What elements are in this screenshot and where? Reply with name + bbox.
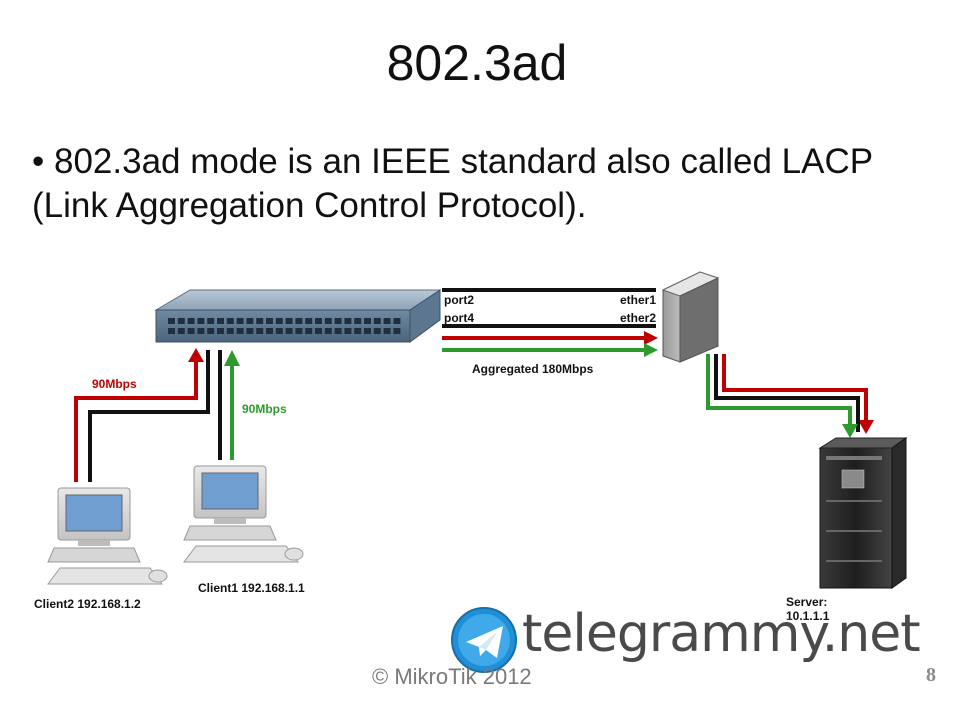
switch-port <box>324 328 332 334</box>
switch-port <box>383 328 391 334</box>
switch-port <box>256 328 264 334</box>
router <box>661 271 720 363</box>
switch-port <box>305 328 313 334</box>
switch-port <box>275 328 283 334</box>
client2-label: Client2 192.168.1.2 <box>34 597 141 611</box>
switch-port <box>226 328 234 334</box>
switch-port <box>177 328 185 334</box>
switch-port <box>168 328 175 334</box>
client2-speed-label: 90Mbps <box>92 377 137 391</box>
switch-port <box>334 318 342 324</box>
switch-port <box>236 328 244 334</box>
switch-port <box>295 318 303 324</box>
client1-speed-label: 90Mbps <box>242 402 287 416</box>
switch-port <box>344 328 352 334</box>
switch-port <box>226 318 234 324</box>
switch-port <box>246 318 254 324</box>
switch-port <box>236 318 244 324</box>
server-link <box>706 354 874 438</box>
server-label-line2: 10.1.1.1 <box>786 609 830 623</box>
switch-port <box>207 328 215 334</box>
switch-port <box>393 318 401 324</box>
switch-port <box>168 318 175 324</box>
switch-port <box>364 318 371 324</box>
switch-port <box>207 318 215 324</box>
switch-port <box>334 328 342 334</box>
switch-port <box>373 328 381 334</box>
client1-computer <box>183 465 304 563</box>
uplink-cables <box>442 288 658 357</box>
switch-port <box>344 318 352 324</box>
port2-label: port2 <box>444 293 474 307</box>
switch-port <box>187 318 195 324</box>
switch-port <box>177 318 185 324</box>
switch-port <box>383 318 391 324</box>
switch-port <box>275 318 283 324</box>
switch-port <box>354 328 362 334</box>
switch-ports <box>168 318 401 334</box>
switch-port <box>315 318 322 324</box>
client1-label: Client1 192.168.1.1 <box>198 581 305 595</box>
port4-label: port4 <box>444 311 474 325</box>
switch-port <box>266 328 273 334</box>
switch-port <box>266 318 273 324</box>
switch-port <box>324 318 332 324</box>
switch-port <box>295 328 303 334</box>
switch-port <box>217 318 224 324</box>
telegram-logo-icon <box>451 607 517 673</box>
slide-bullet-text: • 802.3ad mode is an IEEE standard also … <box>32 142 873 225</box>
switch-port <box>364 328 371 334</box>
switch-port <box>217 328 224 334</box>
switch-port <box>246 328 254 334</box>
switch-port <box>393 328 401 334</box>
client2-link <box>74 348 210 482</box>
page-number: 8 <box>926 664 936 686</box>
switch-port <box>285 318 293 324</box>
switch-port <box>285 328 293 334</box>
switch <box>154 289 442 343</box>
switch-port <box>373 318 381 324</box>
client1-link <box>218 350 240 460</box>
server <box>818 437 908 589</box>
switch-port <box>256 318 264 324</box>
footer-copyright: © MikroTik 2012 <box>372 664 532 689</box>
slide-title: 802.3ad <box>386 35 568 91</box>
watermark-text: telegrammy.net <box>522 604 921 664</box>
ether1-label: ether1 <box>620 293 656 307</box>
switch-port <box>187 328 195 334</box>
switch-port <box>305 318 313 324</box>
switch-port <box>354 318 362 324</box>
aggregated-label: Aggregated 180Mbps <box>472 362 594 376</box>
server-label-line1: Server: <box>786 595 827 609</box>
switch-port <box>197 328 205 334</box>
switch-port <box>315 328 322 334</box>
ether2-label: ether2 <box>620 311 656 325</box>
client2-computer <box>47 487 168 585</box>
switch-port <box>197 318 205 324</box>
